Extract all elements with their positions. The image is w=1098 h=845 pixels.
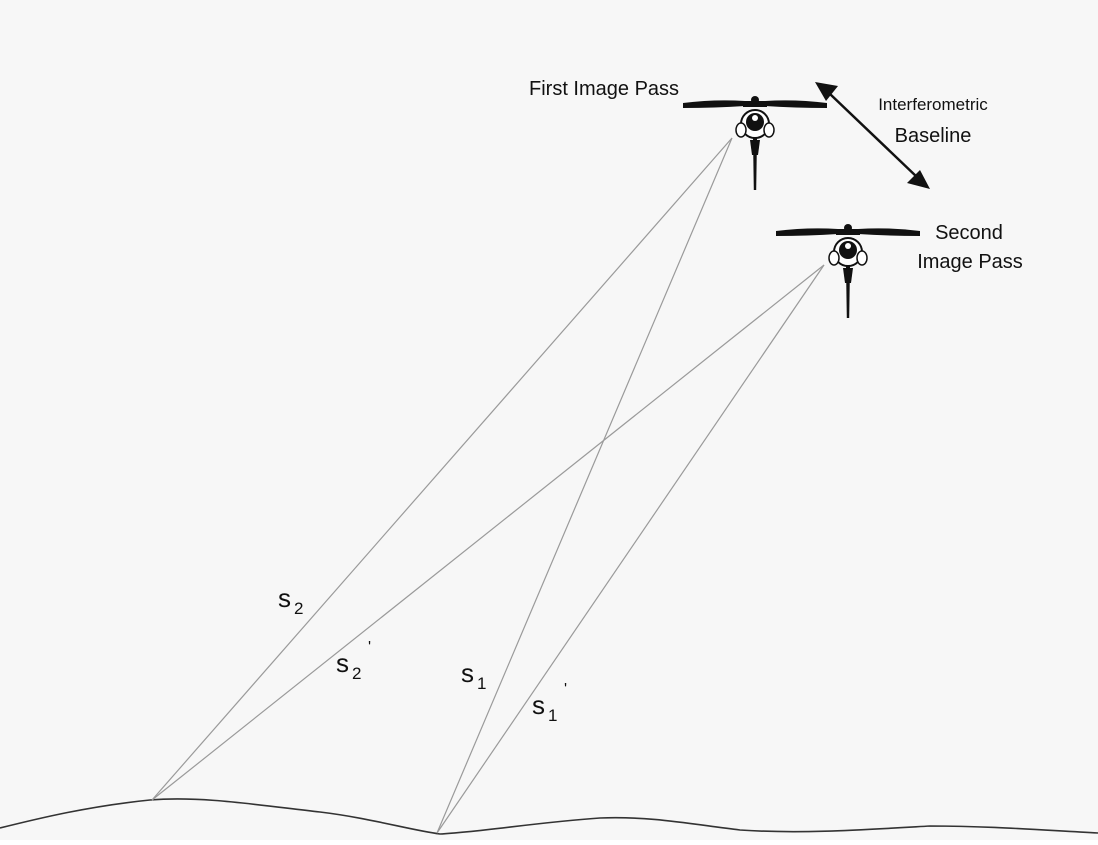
range-line-s2 bbox=[151, 137, 733, 801]
svg-text:s: s bbox=[532, 690, 545, 720]
second-pass-label-line1: Second bbox=[935, 222, 1003, 244]
svg-text:s: s bbox=[461, 658, 474, 688]
range-line-s1 bbox=[436, 137, 733, 834]
svg-text:s: s bbox=[278, 583, 291, 613]
svg-text:2: 2 bbox=[352, 664, 361, 683]
range-line-s1-prime bbox=[436, 264, 825, 834]
baseline-arrow-icon bbox=[815, 82, 930, 189]
range-label-s1: s 1 bbox=[461, 658, 486, 693]
svg-text:1: 1 bbox=[477, 674, 486, 693]
first-pass-satellite-icon bbox=[682, 95, 828, 191]
terrain-line bbox=[0, 798, 1098, 835]
range-label-s2-prime: s 2 ' bbox=[336, 639, 371, 683]
baseline-label-line2: Baseline bbox=[895, 125, 972, 147]
first-pass-label: First Image Pass bbox=[529, 78, 679, 100]
svg-text:2: 2 bbox=[294, 599, 303, 618]
svg-text:s: s bbox=[336, 648, 349, 678]
svg-text:1: 1 bbox=[548, 706, 557, 725]
svg-text:': ' bbox=[368, 639, 371, 656]
second-pass-label-line2: Image Pass bbox=[917, 251, 1023, 273]
range-label-s2: s 2 bbox=[278, 583, 303, 618]
baseline-label-line1: Interferometric bbox=[878, 95, 988, 114]
svg-text:': ' bbox=[564, 681, 567, 698]
range-line-s2-prime bbox=[151, 264, 825, 801]
range-label-s1-prime: s 1 ' bbox=[532, 681, 567, 725]
